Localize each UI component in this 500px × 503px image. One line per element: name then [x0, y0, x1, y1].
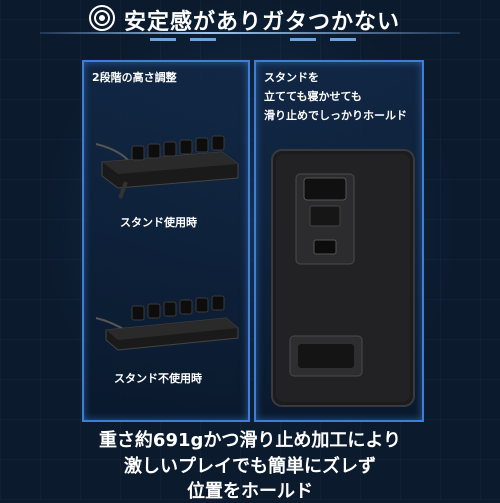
header-accent — [290, 38, 316, 41]
target-icon — [88, 4, 116, 32]
keyboard-underside-image — [270, 148, 416, 408]
bottom-text-line-3: 位置をホールド — [187, 481, 313, 502]
header-accent — [150, 38, 176, 41]
header: 安定感がありガタつかない — [0, 0, 500, 46]
panel-line-1: スタンドを — [264, 71, 319, 84]
bottom-text-line-2: 激しいプレイでも簡単にズレず — [124, 456, 376, 477]
keyboard-with-stand-image — [92, 122, 242, 202]
keyboard-without-stand-image — [92, 288, 242, 358]
stand-used-caption: スタンド使用時 — [120, 216, 197, 229]
header-divider — [40, 32, 460, 34]
stand-unused-caption: スタンド不使用時 — [114, 372, 202, 385]
height-adjust-panel: 2段階の高さ調整 スタンド使用時 — [82, 60, 250, 422]
header-accent — [330, 38, 356, 41]
panel-heading: 2段階の高さ調整 — [92, 71, 177, 84]
panel-line-3: 滑り止めでしっかりホールド — [264, 109, 407, 122]
header-accent — [190, 38, 216, 41]
page-title: 安定感がありガタつかない — [124, 10, 401, 35]
anti-slip-panel: スタンドを 立てても寝かせても 滑り止めでしっかりホールド — [254, 60, 424, 422]
bottom-text-line-1: 重さ約691gかつ滑り止め加工により — [98, 430, 402, 451]
panel-line-2: 立てても寝かせても — [264, 90, 362, 103]
